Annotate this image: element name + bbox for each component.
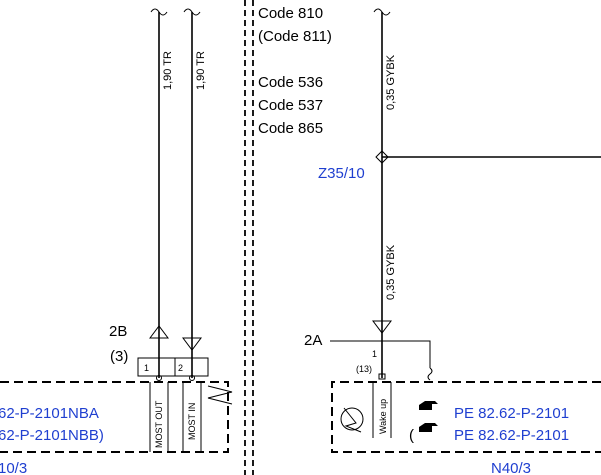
- ref-left-1[interactable]: 62-P-2101NBA: [0, 405, 99, 422]
- arrow-up-icon: [149, 325, 169, 339]
- wire-left-b-label: 1,90 TR: [195, 51, 207, 90]
- reference-hand-icon: [419, 423, 438, 432]
- connector-left-housing: [137, 357, 209, 377]
- connector-left-pin2: 2: [178, 363, 183, 373]
- splice-label[interactable]: Z35/10: [318, 165, 365, 182]
- connector-left-sub: (3): [110, 348, 128, 365]
- splice-diamond-icon: [375, 150, 389, 164]
- connector-left-name: 2B: [109, 323, 127, 340]
- reference-hand-icon: [419, 401, 438, 410]
- component-left-label: 10/3: [0, 460, 27, 475]
- connector-right-pin: 1: [372, 349, 377, 359]
- wire-right-top-label: 0,35 GYBK: [385, 54, 397, 110]
- wire-left-a-label: 1,90 TR: [162, 51, 174, 90]
- ref-right-paren: (: [409, 427, 414, 444]
- wire-right-bottom-label: 0,35 GYBK: [385, 244, 397, 300]
- pin-most-in: MOST IN: [187, 403, 197, 440]
- wire-left-b: [183, 8, 201, 378]
- code-811: (Code 811): [258, 28, 332, 45]
- code-537: Code 537: [258, 97, 323, 114]
- arrow-down-right-icon: [372, 320, 392, 334]
- wake-sensor-icon: [340, 407, 364, 433]
- connector-right-outline: [330, 340, 431, 368]
- ref-right-1[interactable]: PE 82.62-P-2101: [454, 405, 569, 422]
- connector-left-pin1: 1: [144, 363, 149, 373]
- component-left-box: [0, 381, 229, 453]
- connector-right-name: 2A: [304, 332, 322, 349]
- component-right-label: N40/3: [491, 460, 531, 475]
- connector-right-pin-sub: (13): [356, 364, 372, 374]
- code-865: Code 865: [258, 120, 323, 137]
- ref-left-2[interactable]: 62-P-2101NBB): [0, 427, 104, 444]
- wire-left-a: [150, 8, 168, 378]
- code-536: Code 536: [258, 74, 323, 91]
- pin-wake-up: Wake up: [378, 399, 388, 434]
- left-break-mark: [207, 385, 233, 405]
- pin-most-out: MOST OUT: [154, 400, 164, 448]
- code-810: Code 810: [258, 5, 323, 22]
- component-right-box: [331, 381, 601, 453]
- ref-right-2[interactable]: PE 82.62-P-2101: [454, 427, 569, 444]
